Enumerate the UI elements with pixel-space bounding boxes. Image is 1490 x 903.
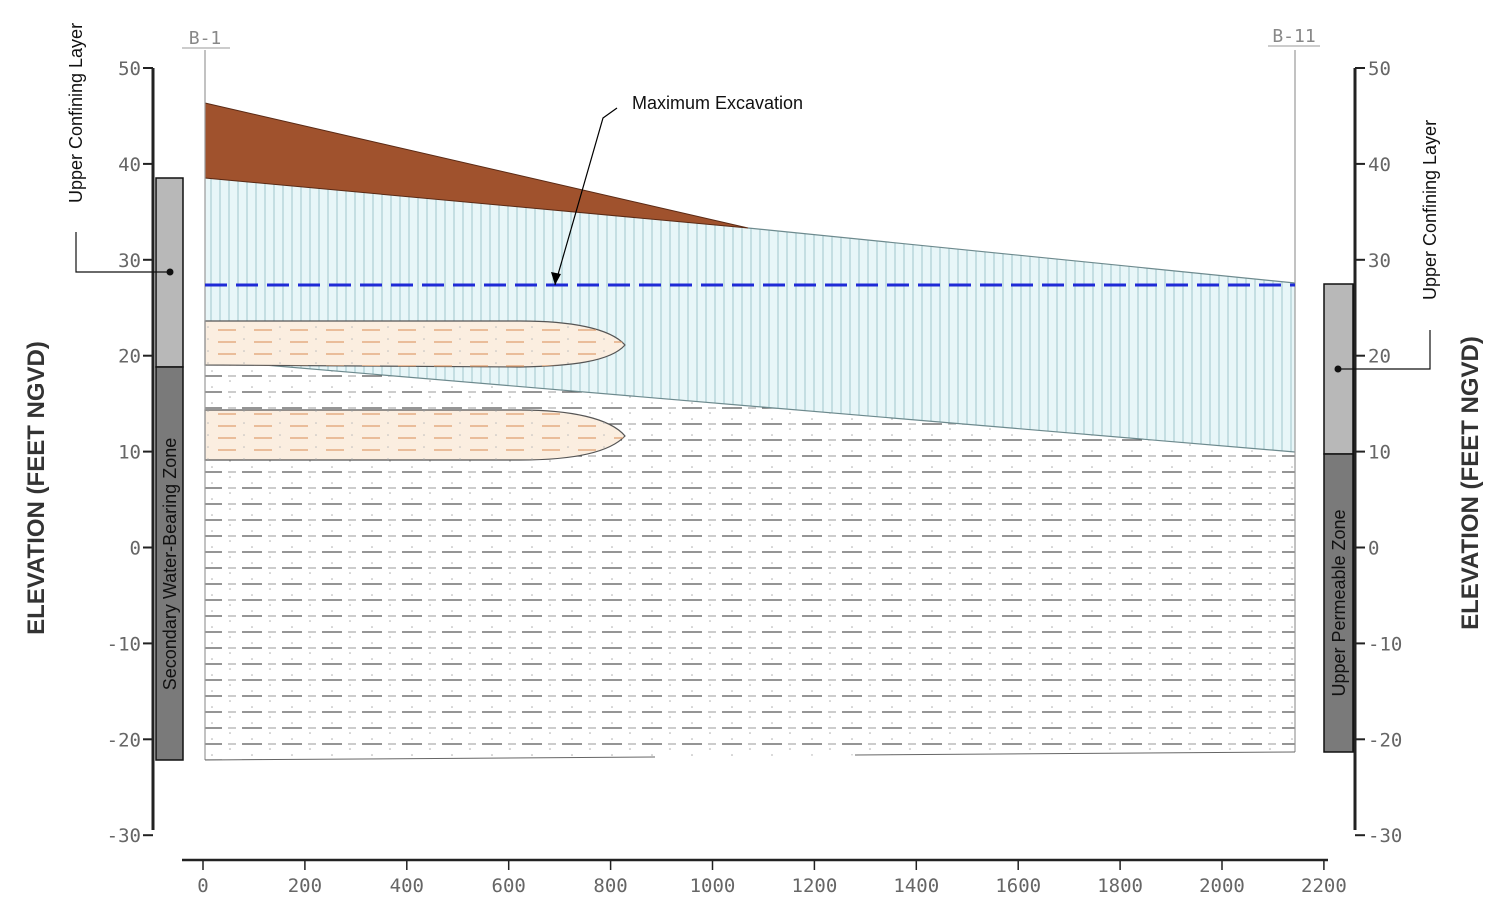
x-tick-label: 1600 bbox=[995, 875, 1041, 897]
x-tick-label: 2000 bbox=[1199, 875, 1245, 897]
x-tick-label: 1800 bbox=[1097, 875, 1143, 897]
max-excavation-leader bbox=[554, 107, 618, 286]
x-tick-label: 1400 bbox=[893, 875, 939, 897]
right-y-tick-label: -30 bbox=[1368, 825, 1402, 847]
right-y-tick-label: 40 bbox=[1368, 154, 1391, 176]
left-y-tick-label: 10 bbox=[118, 442, 141, 464]
x-tick-label: 0 bbox=[197, 875, 208, 897]
x-tick-label: 200 bbox=[288, 875, 322, 897]
left-secondary-water-bar bbox=[155, 366, 184, 761]
right-y-tick-label: -20 bbox=[1368, 729, 1402, 751]
max-excavation-label: Maximum Excavation bbox=[632, 93, 803, 113]
left-upper-zone-label: Upper Confining Layer bbox=[66, 23, 86, 203]
right-y-tick-label: 30 bbox=[1368, 250, 1391, 272]
right-zone-column: Upper Permeable Zone Upper Confining Lay… bbox=[1323, 120, 1440, 753]
right-y-tick-label: -10 bbox=[1368, 633, 1402, 655]
x-tick-label: 600 bbox=[492, 875, 526, 897]
right-y-tick-label: 10 bbox=[1368, 442, 1391, 464]
sand-lens-lower-pattern bbox=[205, 410, 625, 460]
x-tick-label: 2200 bbox=[1301, 875, 1347, 897]
right-elevation-axis: 50 40 30 20 10 0 -10 -20 -30 ELEVATION (FEET NGV… bbox=[1353, 58, 1484, 847]
right-y-tick-label: 0 bbox=[1368, 538, 1379, 560]
right-upper-zone-label: Upper Confining Layer bbox=[1420, 120, 1440, 300]
left-y-tick-label: 20 bbox=[118, 346, 141, 368]
distance-axis: 0 200 400 600 800 1000 1200 1400 1600 1800 2000 220… bbox=[182, 858, 1347, 897]
left-y-tick-label: 50 bbox=[118, 58, 141, 80]
boring-label-b11: B-11 bbox=[1272, 26, 1315, 47]
right-axis-title: ELEVATION (FEET NGVD) bbox=[1457, 336, 1484, 630]
left-lower-zone-label: Secondary Water-Bearing Zone bbox=[160, 438, 180, 690]
sand-lens-upper-pattern bbox=[205, 321, 625, 367]
left-y-tick-label: 0 bbox=[130, 538, 141, 560]
right-upper-permeable-bar bbox=[1323, 453, 1354, 753]
right-lower-zone-label: Upper Permeable Zone bbox=[1329, 509, 1349, 696]
left-y-tick-label: -30 bbox=[107, 825, 141, 847]
right-zone-leader bbox=[1338, 330, 1431, 370]
left-elevation-axis: 50 40 30 20 10 0 -10 -20 -30 ELEVATION (FEET NGV… bbox=[23, 58, 155, 847]
section-bottom-left bbox=[204, 756, 656, 761]
x-tick-label: 1200 bbox=[792, 875, 838, 897]
max-excavation-arrowhead bbox=[551, 272, 561, 285]
clay-layer bbox=[204, 178, 1296, 453]
left-axis-title: ELEVATION (FEET NGVD) bbox=[23, 341, 50, 635]
x-tick-label: 400 bbox=[390, 875, 424, 897]
boring-label-b1: B-1 bbox=[189, 28, 222, 49]
right-y-tick-label: 50 bbox=[1368, 58, 1391, 80]
x-tick-label: 800 bbox=[593, 875, 627, 897]
left-zone-leader bbox=[75, 232, 170, 273]
right-y-tick-label: 20 bbox=[1368, 346, 1391, 368]
left-y-tick-label: -20 bbox=[107, 729, 141, 751]
section-bottom-right bbox=[854, 751, 1296, 756]
x-tick-label: 1000 bbox=[690, 875, 736, 897]
left-zone-column: Secondary Water-Bearing Zone Upper Confi… bbox=[66, 23, 184, 761]
left-y-tick-label: -10 bbox=[107, 633, 141, 655]
left-y-tick-label: 30 bbox=[118, 250, 141, 272]
left-y-tick-label: 40 bbox=[118, 154, 141, 176]
